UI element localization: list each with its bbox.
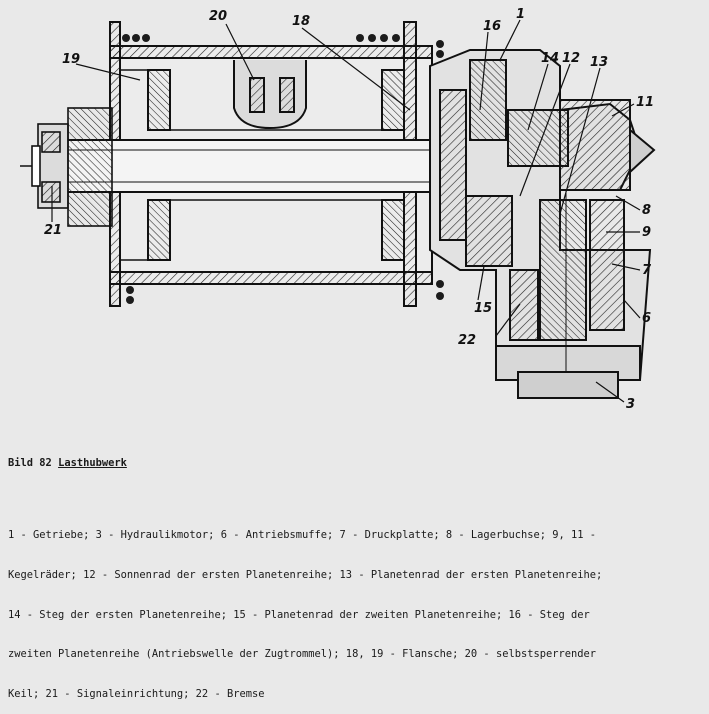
caption-title: Bild 82 Lasthubwerk: [8, 457, 703, 470]
label-3: 3: [626, 397, 635, 412]
label-20: 20: [209, 9, 227, 24]
caption-line: zweiten Planetenreihe (Antriebswelle der…: [8, 648, 597, 661]
figure-caption: Bild 82 Lasthubwerk 1 - Getriebe; 3 - Hy…: [8, 431, 703, 714]
label-6: 6: [642, 311, 651, 326]
label-13: 13: [590, 55, 608, 70]
label-21: 21: [44, 223, 62, 238]
label-11: 11: [636, 95, 654, 110]
leader-lines: [51, 19, 641, 403]
main-shaft: [59, 139, 461, 193]
label-18: 18: [292, 14, 310, 29]
label-7: 7: [642, 263, 652, 278]
caption-line: 1 - Getriebe; 3 - Hydraulikmotor; 6 - An…: [8, 529, 597, 542]
signal-device: [20, 107, 113, 227]
label-1: 1: [516, 7, 525, 22]
label-12: 12: [562, 51, 580, 66]
caption-line: 14 - Steg der ersten Planetenreihe; 15 -…: [8, 608, 590, 621]
label-14: 14: [541, 51, 559, 66]
caption-line: Keil; 21 - Signaleinrichtung; 22 - Brems…: [8, 687, 265, 700]
label-22: 22: [458, 333, 476, 348]
part-numbers: 20 18 19 16 1 14 12 13 11 8 9 7 6 3 15 2…: [44, 7, 654, 412]
label-19: 19: [62, 52, 80, 67]
figure-page: 20 18 19 16 1 14 12 13 11 8 9 7 6 3 15 2…: [8, 7, 656, 700]
caption-figure-number: Bild 82: [8, 457, 52, 470]
label-9: 9: [642, 225, 651, 240]
gearbox: [429, 49, 656, 399]
caption-line: Kegelräder; 12 - Sonnenrad der ersten Pl…: [8, 569, 603, 582]
hoist-drawing: 20 18 19 16 1 14 12 13 11 8 9 7 6 3 15 2…: [20, 7, 656, 412]
label-16: 16: [483, 19, 501, 34]
label-15: 15: [474, 301, 492, 316]
label-8: 8: [642, 203, 651, 218]
caption-title-text: Lasthubwerk: [58, 457, 127, 470]
wedge-keys: [233, 60, 307, 130]
wire-rope: [122, 34, 444, 304]
